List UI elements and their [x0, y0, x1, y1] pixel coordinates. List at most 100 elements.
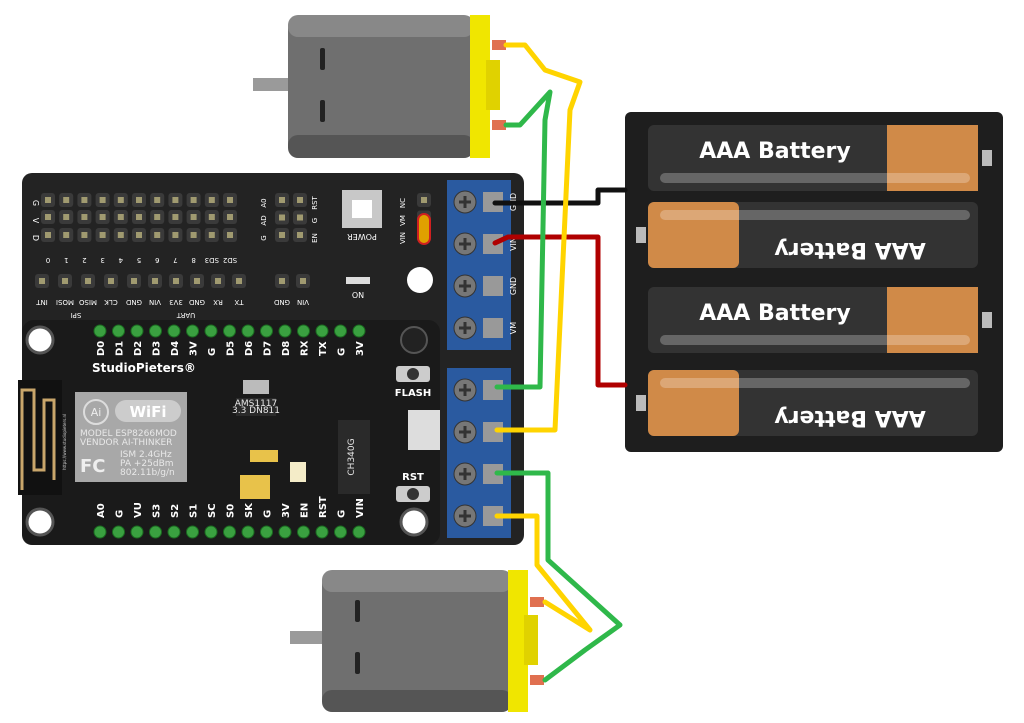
gpio-pin[interactable] — [93, 324, 107, 338]
gpio-pin[interactable] — [297, 324, 310, 338]
aaa-battery: AAA Battery — [636, 202, 978, 268]
pin-pad — [81, 232, 88, 238]
gpio-pin[interactable] — [186, 324, 199, 338]
gpio-pin[interactable] — [130, 525, 144, 539]
gpio-pin[interactable] — [223, 525, 236, 539]
pin-pad — [131, 278, 137, 284]
header-col-label: 2 — [82, 256, 86, 264]
gpio-pin[interactable] — [241, 525, 255, 539]
gpio-pin[interactable] — [167, 324, 181, 338]
fcc-logo: FC — [80, 456, 106, 477]
gpio-pin[interactable] — [352, 324, 366, 338]
pin-pad — [85, 278, 91, 284]
bottom-pin-label: SK — [244, 502, 255, 518]
wire-green-motor-b — [494, 470, 623, 683]
wire-yellow-motor-b — [494, 513, 593, 633]
pin-pad — [117, 197, 124, 203]
adc-label: AD — [260, 215, 268, 225]
motor-terminal — [492, 120, 506, 130]
pin-pad — [297, 232, 303, 238]
gpio-pin[interactable] — [297, 525, 310, 539]
mounting-hole — [400, 326, 428, 354]
header-row-label: V — [31, 218, 40, 224]
pin-pad — [136, 232, 142, 238]
header-col-label: 7 — [173, 256, 177, 264]
top-pin-label: G — [337, 348, 348, 356]
pin-pad — [279, 278, 285, 284]
gpio-pin[interactable] — [112, 324, 125, 338]
terminal-label: GND — [509, 277, 518, 295]
wire-green-motor-a — [494, 89, 553, 390]
gpio-pin[interactable] — [204, 525, 218, 539]
gpio-pin[interactable] — [278, 525, 292, 539]
header-col-label: 5 — [137, 256, 141, 264]
top-pin-label: D3 — [152, 341, 163, 356]
adc-label: G — [311, 218, 319, 223]
switch-label: ON — [352, 291, 364, 300]
header-col-label: 6 — [154, 256, 159, 264]
header-col-label: SD3 — [205, 256, 219, 264]
gpio-pin[interactable] — [149, 324, 162, 338]
top-pin-label: D6 — [244, 341, 255, 356]
pin-pad — [154, 232, 161, 238]
terminal-label: VIN — [509, 237, 518, 251]
header-row-label: D — [31, 235, 40, 241]
micro-usb-port[interactable] — [408, 410, 440, 450]
gpio-pin[interactable] — [112, 525, 125, 539]
gpio-pin[interactable] — [167, 525, 181, 539]
jumper[interactable] — [417, 213, 431, 245]
gpio-pin[interactable] — [260, 324, 273, 338]
gpio-pin[interactable] — [315, 324, 329, 338]
motor-end-cap — [470, 15, 490, 158]
uart-pin-label: TX — [234, 298, 244, 306]
terminal-clamp — [483, 506, 503, 526]
motor-shaft — [253, 78, 293, 91]
pin-pad — [172, 232, 179, 238]
power-pin-label: GND — [274, 298, 290, 306]
gpio-pin[interactable] — [93, 525, 107, 539]
gpio-pin[interactable] — [130, 324, 144, 338]
on-switch[interactable] — [346, 277, 370, 284]
top-pin-label: D8 — [281, 341, 292, 356]
header-col-label: 8 — [191, 256, 195, 264]
gpio-pin[interactable] — [149, 525, 162, 539]
pin-pad — [45, 197, 51, 203]
mounting-hole — [25, 507, 55, 537]
gpio-pin[interactable] — [186, 525, 199, 539]
gpio-pin[interactable] — [278, 324, 292, 338]
terminal-clamp — [483, 318, 503, 338]
chip-label: CH340G — [347, 438, 357, 475]
uart-pin-label: RX — [213, 298, 223, 306]
power-pin-label: VIN — [297, 298, 309, 306]
header-row-label: G — [31, 200, 40, 206]
gpio-pin[interactable] — [204, 324, 218, 338]
jumper-label: VIN — [399, 232, 407, 244]
gpio-pin[interactable] — [315, 525, 329, 539]
gpio-pin[interactable] — [260, 525, 273, 539]
gpio-pin[interactable] — [352, 525, 366, 539]
power-label: POWER — [347, 232, 377, 241]
battery-terminal — [982, 150, 992, 166]
adc-label: EN — [311, 233, 319, 243]
bottom-pin-label: G — [263, 510, 274, 518]
pin-pad — [208, 232, 215, 238]
aaa-battery: AAA Battery — [648, 125, 992, 191]
mounting-hole — [399, 507, 429, 537]
pin-pad — [81, 214, 88, 220]
uart-pin-label: 3V3 — [169, 298, 183, 306]
gpio-pin[interactable] — [241, 324, 255, 338]
top-pin-label: D5 — [226, 341, 237, 356]
pin-pad — [236, 278, 242, 284]
top-pin-label: D4 — [170, 341, 181, 356]
gpio-pin[interactable] — [223, 324, 236, 338]
pin-pad — [190, 197, 197, 203]
gpio-pin[interactable] — [334, 525, 347, 539]
top-motor — [253, 15, 506, 158]
pin-pad — [99, 232, 106, 238]
pin-pad — [62, 278, 68, 284]
gpio-pin[interactable] — [334, 324, 347, 338]
pin-pad — [63, 232, 70, 238]
motor-shaft — [290, 631, 326, 644]
pin-pad — [190, 214, 197, 220]
